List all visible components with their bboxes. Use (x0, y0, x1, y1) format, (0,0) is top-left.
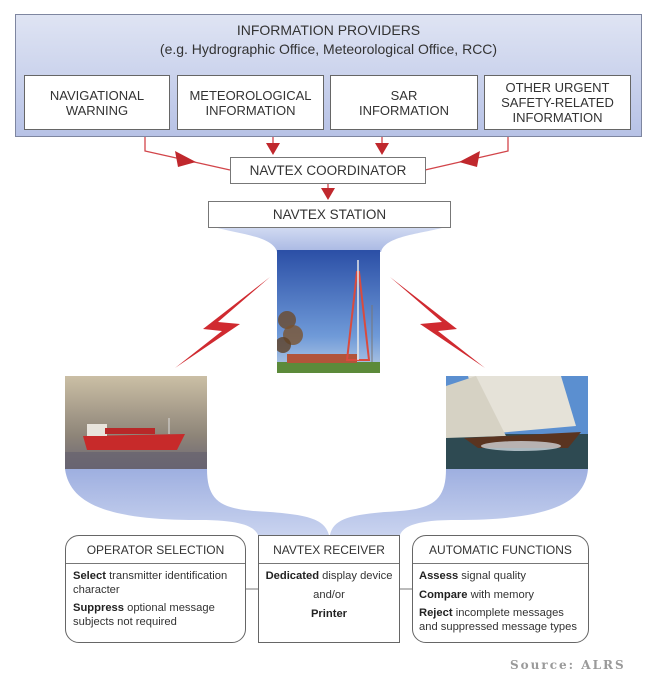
arrowhead-station (321, 188, 335, 200)
receiver-display-device: Dedicated display device (265, 570, 393, 582)
providers-title: INFORMATION PROVIDERS (236, 22, 421, 38)
arrowhead-sar (375, 143, 389, 155)
merchant-ship-photo (65, 376, 207, 469)
receiver-printer: Printer (310, 608, 348, 620)
auto-item-compare: Compare with memory (419, 588, 535, 601)
navtex-station-box: NAVTEX STATION (208, 201, 451, 228)
auto-item-assess: Assess signal quality (419, 570, 526, 582)
receiver-and-or: and/or (313, 589, 345, 601)
arrowhead-left (175, 151, 196, 167)
arrowheads (175, 143, 480, 200)
lightning-bolt-right-icon (390, 277, 485, 368)
source-credit: Source: ALRS (510, 658, 626, 672)
station-funnel (214, 227, 446, 252)
providers-subtitle: (e.g. Hydrographic Office, Meteorologica… (159, 41, 498, 57)
arrowhead-met (266, 143, 280, 155)
navtex-receiver-box: NAVTEX RECEIVER Dedicated display device… (258, 535, 400, 643)
receiver-funnel (65, 469, 329, 535)
navtex-coordinator-label: NAVTEX COORDINATOR (249, 163, 407, 178)
automatic-functions-title: AUTOMATIC FUNCTIONS (413, 536, 588, 564)
sailing-yacht-photo (446, 376, 588, 469)
receiver-funnel-right (330, 469, 588, 535)
arrowhead-right (459, 151, 480, 167)
operator-item-select: Select transmitter identification charac… (73, 570, 228, 596)
navtex-receiver-title: NAVTEX RECEIVER (259, 536, 399, 564)
operator-selection-box: OPERATOR SELECTION Select transmitter id… (65, 535, 246, 643)
navtex-coordinator-box: NAVTEX COORDINATOR (230, 157, 426, 184)
operator-item-suppress: Suppress optional message subjects not r… (73, 602, 215, 628)
operator-selection-title: OPERATOR SELECTION (66, 536, 245, 564)
automatic-functions-box: AUTOMATIC FUNCTIONS Assess signal qualit… (412, 535, 589, 643)
navtex-station-label: NAVTEX STATION (272, 207, 387, 222)
transmitter-tower-photo (277, 250, 380, 373)
lightning-bolt-left-icon (175, 277, 270, 368)
auto-item-reject: Reject incomplete messages and suppresse… (419, 607, 577, 633)
